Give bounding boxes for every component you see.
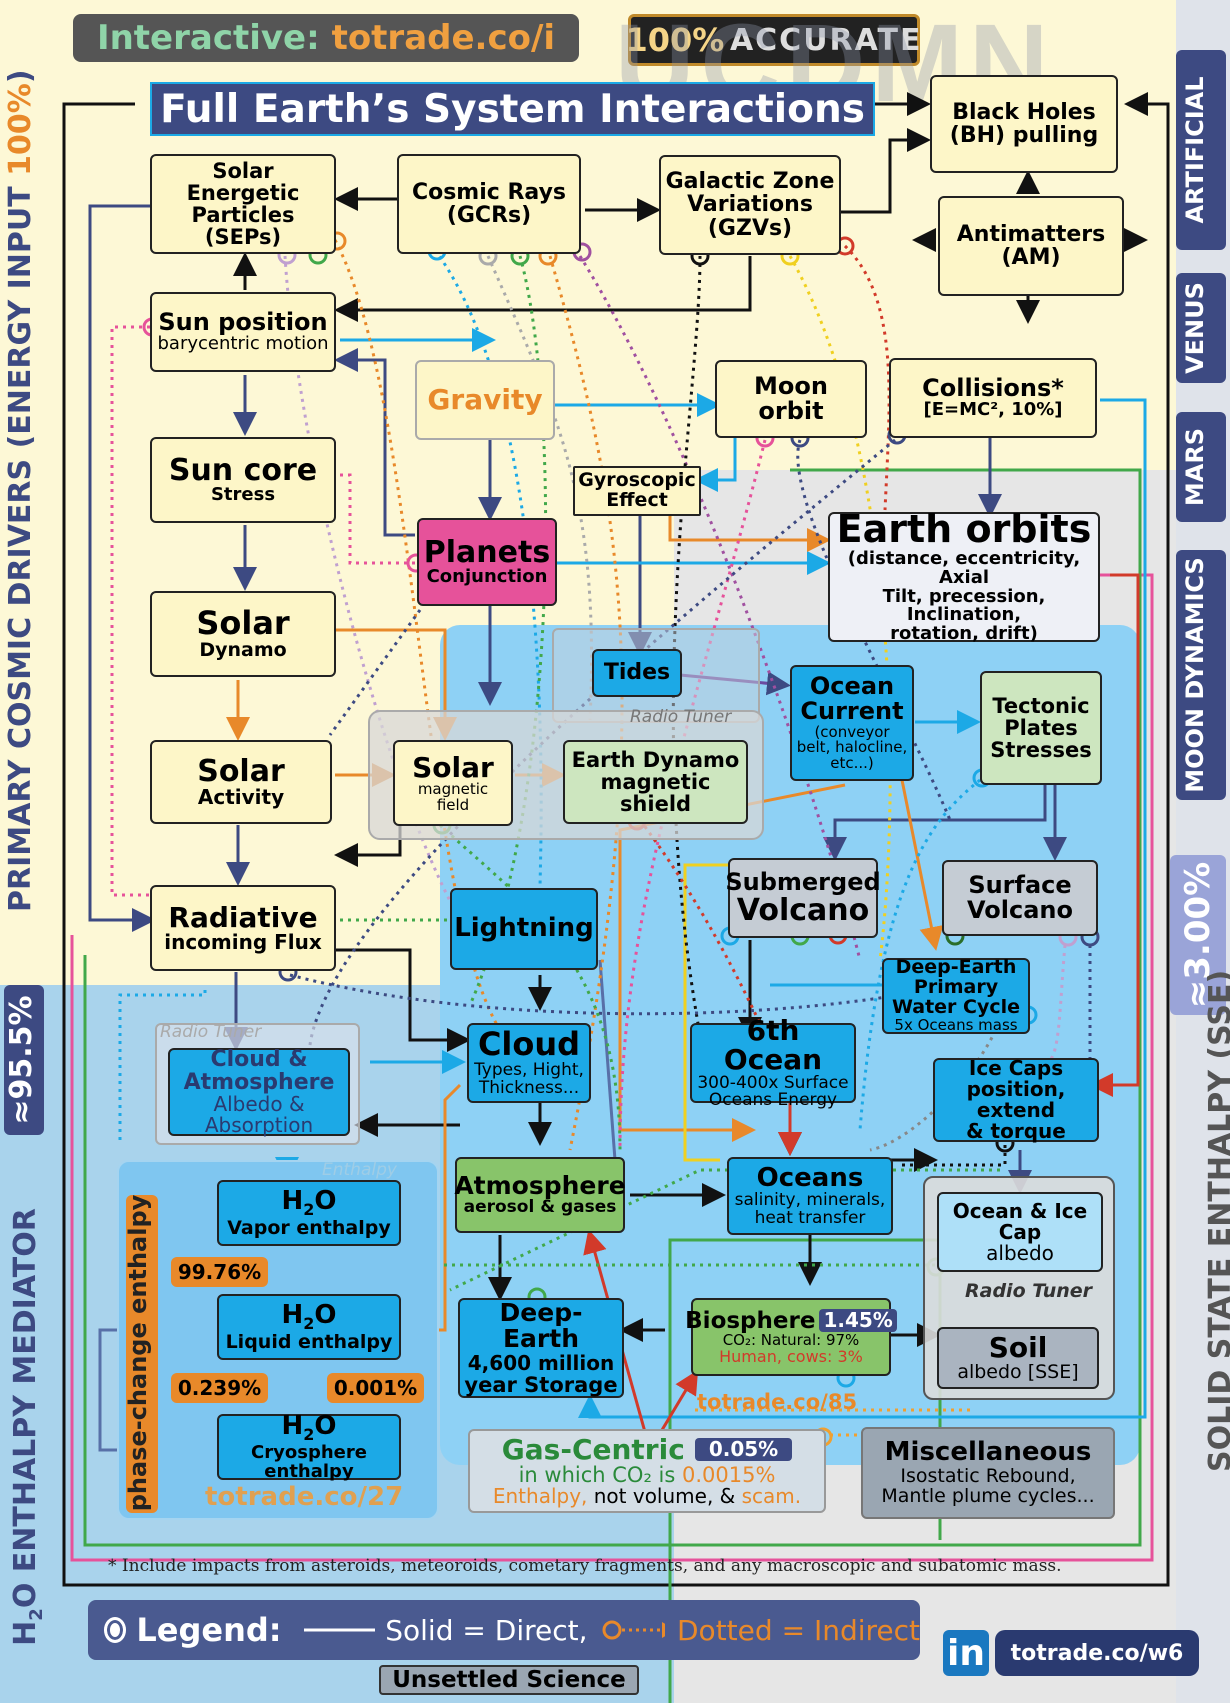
page-title: Full Earth’s System Interactions bbox=[150, 82, 875, 136]
unsettled-science-badge: Unsettled Science bbox=[379, 1665, 639, 1695]
pct-0239-badge: 0.239% bbox=[171, 1373, 268, 1403]
phase-change-bar: phase-change enthalpy bbox=[124, 1195, 158, 1513]
link-w6[interactable]: totrade.co/w6 bbox=[995, 1630, 1199, 1676]
interactive-banner[interactable]: Interactive: totrade.co/i bbox=[73, 14, 579, 62]
gas-centric-pct: 0.05% bbox=[694, 1437, 793, 1461]
legend-dotted-arrow-icon bbox=[602, 1620, 665, 1640]
gcrs-node: Cosmic Rays(GCRs) bbox=[397, 154, 581, 254]
interactive-url[interactable]: totrade.co/i bbox=[331, 18, 556, 58]
legend-dot-icon bbox=[104, 1617, 127, 1643]
legend-solid: Solid bbox=[385, 1613, 454, 1647]
legend-label: Legend: bbox=[136, 1611, 282, 1649]
earth-orbits-node: Earth orbits(distance, eccentricity, Axi… bbox=[828, 509, 1100, 643]
legend-indirect: Indirect bbox=[813, 1613, 920, 1647]
footnote: * Include impacts from asteroids, meteor… bbox=[108, 1556, 1062, 1576]
tides-node: Tides bbox=[592, 649, 682, 697]
pct-95-badge: ≈95.5% bbox=[4, 985, 44, 1135]
antimatters-node: Antimatters(AM) bbox=[938, 196, 1124, 296]
legend-bar: Legend: Solid = Direct, Dotted = Indirec… bbox=[88, 1600, 920, 1660]
biosphere-pct: 1.45% bbox=[819, 1309, 897, 1333]
artificial-tab: ARTIFICIAL bbox=[1176, 50, 1226, 250]
radio-tuner-label-3: Radio Tuner bbox=[965, 1280, 1093, 1302]
legend-dotted: Dotted bbox=[677, 1613, 773, 1647]
collisions-node: Collisions*[E=MC², 10%] bbox=[889, 358, 1097, 438]
radio-tuner-label-1: Radio Tuner bbox=[630, 707, 732, 727]
pct-9976-badge: 99.76% bbox=[171, 1257, 268, 1287]
pct-3-badge: ≈3.00% bbox=[1170, 855, 1226, 1015]
accurate-badge: 100% ACCURATE bbox=[625, 14, 923, 66]
pct-0001-badge: 0.001% bbox=[327, 1373, 424, 1403]
black-holes-node: Black Holes(BH) pulling bbox=[930, 75, 1118, 173]
moon-orbit-node: Moon orbit bbox=[715, 360, 867, 438]
moon-dynamics-tab: MOON DYNAMICS bbox=[1176, 550, 1226, 800]
legend-solid-arrow-icon bbox=[303, 1623, 376, 1637]
gravity-node: Gravity bbox=[415, 360, 555, 440]
mars-tab: MARS bbox=[1176, 412, 1226, 522]
linkedin-icon[interactable]: in bbox=[943, 1630, 989, 1676]
link-85[interactable]: totrade.co/85 bbox=[697, 1390, 858, 1414]
enthalpy-label: Enthalpy bbox=[322, 1160, 397, 1180]
lightning-node: Lightning bbox=[450, 888, 598, 970]
accurate-word: ACCURATE bbox=[729, 22, 923, 58]
link-27[interactable]: totrade.co/27 bbox=[205, 1482, 404, 1512]
interactive-label: Interactive: bbox=[96, 18, 320, 58]
venus-tab: VENUS bbox=[1176, 273, 1226, 383]
radio-tuner-label-2: Radio Tuner bbox=[160, 1022, 262, 1042]
accurate-pct: 100% bbox=[625, 21, 725, 59]
legend-direct: Direct, bbox=[494, 1613, 588, 1647]
